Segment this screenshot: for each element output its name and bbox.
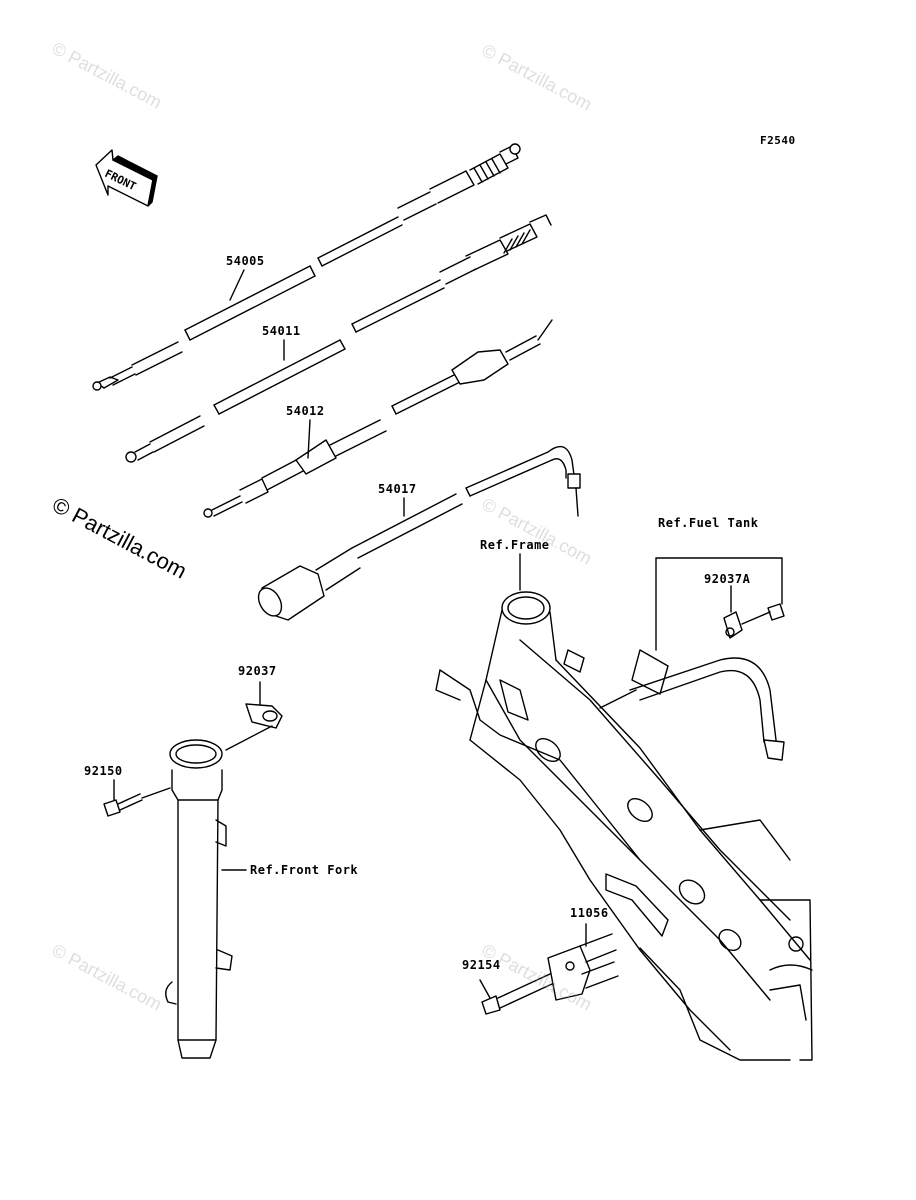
label-ref-fuel-tank: Ref.Fuel Tank	[658, 516, 759, 530]
cable-54005	[92, 143, 521, 391]
leader-54012	[307, 419, 311, 459]
diagram-code: F2540	[760, 134, 796, 147]
fuel-tank-leader	[655, 557, 783, 651]
fuel-tank-bracket	[629, 649, 785, 761]
bolt-92154	[479, 973, 553, 1015]
label-54017: 54017	[378, 482, 417, 496]
cable-54012	[203, 319, 553, 518]
label-54011: 54011	[262, 324, 301, 338]
clamp-92037a	[723, 603, 785, 639]
fuel-bracket-leader	[599, 689, 637, 709]
frame-assembly	[435, 591, 813, 1061]
label-11056: 11056	[570, 906, 609, 920]
label-92154: 92154	[462, 958, 501, 972]
part-11056	[547, 873, 669, 1001]
label-92037a: 92037A	[704, 572, 751, 586]
label-ref-front-fork: Ref.Front Fork	[250, 863, 359, 877]
cable-54011	[125, 214, 552, 463]
clamp-92037	[225, 681, 283, 751]
label-54012: 54012	[286, 404, 325, 418]
label-92150: 92150	[84, 764, 123, 778]
label-92037: 92037	[238, 664, 277, 678]
leader-54005	[229, 269, 245, 301]
front-fork	[165, 739, 233, 1059]
front-arrow-icon: FRONT	[95, 149, 158, 207]
label-ref-frame: Ref.Frame	[480, 538, 550, 552]
label-54005: 54005	[226, 254, 265, 268]
cable-54017	[257, 445, 581, 621]
bolt-92150	[103, 779, 171, 817]
